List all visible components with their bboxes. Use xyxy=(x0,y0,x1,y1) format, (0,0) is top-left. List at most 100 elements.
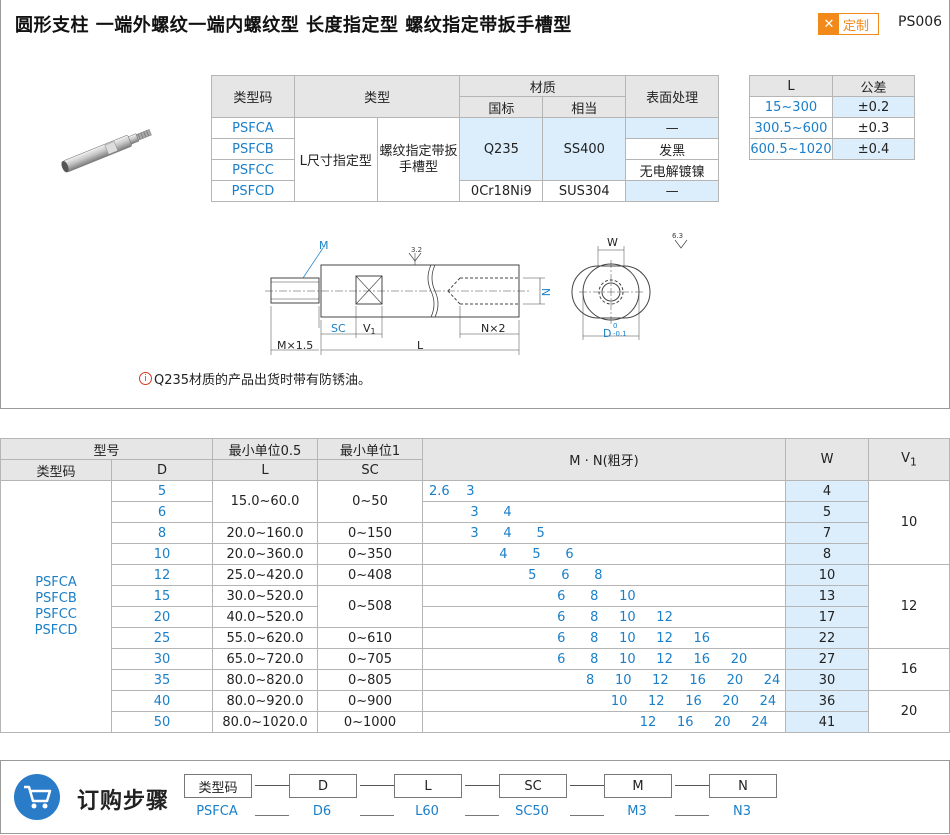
dim-d-tol-up: 0 xyxy=(613,322,617,330)
spec-l: 80.0~820.0 xyxy=(212,669,318,691)
step-m-value: M3 xyxy=(627,804,647,819)
divider xyxy=(360,815,394,816)
spec-mn: 5 6 8 xyxy=(422,564,786,586)
h-min05: 最小单位0.5 xyxy=(212,438,318,460)
step-code-value: PSFCA xyxy=(196,804,238,819)
spec-sc: 0~508 xyxy=(317,585,423,628)
dim-n2: N×2 xyxy=(481,322,505,335)
spec-mn: 6 8 10 12 16 20 xyxy=(422,648,786,670)
spec-l: 65.0~720.0 xyxy=(212,648,318,670)
roughness-b: 6.3 xyxy=(672,232,683,240)
type-a: L尺寸指定型 xyxy=(293,117,378,202)
spec-w: 4 xyxy=(785,480,869,502)
divider xyxy=(675,815,709,816)
h-d: D xyxy=(111,459,213,481)
spec-w: 13 xyxy=(785,585,869,607)
surface: — xyxy=(625,180,719,202)
spec-w: 30 xyxy=(785,669,869,691)
spec-table: 型号 最小单位0.5 最小单位1 M · N(粗牙) W V1 类型码 D L … xyxy=(0,438,950,733)
h-min1: 最小单位1 xyxy=(317,438,423,460)
step-code-label: 类型码 xyxy=(184,774,252,798)
step-sc-value: SC50 xyxy=(515,804,549,819)
divider xyxy=(675,785,709,786)
type-b: 螺纹指定带扳手槽型 xyxy=(376,117,461,202)
custom-icon: ✕ xyxy=(819,14,839,34)
spec-w: 27 xyxy=(785,648,869,670)
spec-d: 30 xyxy=(111,648,213,670)
h-w: W xyxy=(785,438,869,481)
spec-d: 20 xyxy=(111,606,213,628)
spec-w: 36 xyxy=(785,690,869,712)
spec-w: 22 xyxy=(785,627,869,649)
spec-w: 17 xyxy=(785,606,869,628)
spec-l: 80.0~1020.0 xyxy=(212,711,318,733)
spec-mn: 6 8 10 12 xyxy=(422,606,786,628)
product-image xyxy=(61,129,152,173)
spec-l: 80.0~920.0 xyxy=(212,690,318,712)
spec-sc: 0~408 xyxy=(317,564,423,586)
spec-mn: 4 5 6 xyxy=(422,543,786,565)
type-table: 类型码 类型 材质 表面处理 国标 相当 PSFCA L尺寸指定型 螺纹指定带扳… xyxy=(211,75,719,202)
col-surface: 表面处理 xyxy=(625,75,719,118)
h-l: L xyxy=(212,459,318,481)
spec-d: 10 xyxy=(111,543,213,565)
product-info-panel: 圆形支柱 一端外螺纹一端内螺纹型 长度指定型 螺纹指定带扳手槽型 ✕ 定制 PS… xyxy=(0,0,950,409)
material-eq-2: SUS304 xyxy=(542,180,627,202)
spec-l: 40.0~520.0 xyxy=(212,606,318,628)
spec-l: 20.0~160.0 xyxy=(212,522,318,544)
spec-d: 15 xyxy=(111,585,213,607)
divider xyxy=(255,785,289,786)
step-m-label: M xyxy=(604,774,672,798)
col-tolerance: 公差 xyxy=(832,75,915,97)
divider xyxy=(570,815,604,816)
spec-w: 10 xyxy=(785,564,869,586)
step-d-label: D xyxy=(289,774,357,798)
spec-sc: 0~1000 xyxy=(317,711,423,733)
dim-v: V xyxy=(363,322,371,335)
step-l-value: L60 xyxy=(415,804,439,819)
spec-code: PSFCB xyxy=(35,590,77,606)
custom-badge[interactable]: ✕ 定制 xyxy=(818,13,879,35)
type-code: PSFCB xyxy=(211,138,295,160)
col-material-gb: 国标 xyxy=(459,96,544,118)
spec-mn: 6 8 10 xyxy=(422,585,786,607)
dim-sc: SC xyxy=(331,322,346,335)
spec-d: 5 xyxy=(111,480,213,502)
spec-w: 8 xyxy=(785,543,869,565)
spec-v: 16 xyxy=(868,648,950,691)
h-v: V xyxy=(901,450,910,466)
spec-mn: 10 12 16 20 24 xyxy=(422,690,786,712)
h-sc: SC xyxy=(317,459,423,481)
spec-code: PSFCA xyxy=(35,574,77,590)
spec-code: PSFCC xyxy=(35,606,77,622)
spec-l: 25.0~420.0 xyxy=(212,564,318,586)
col-code: 类型码 xyxy=(211,75,295,118)
divider xyxy=(255,815,289,816)
col-material: 材质 xyxy=(459,75,627,97)
spec-d: 8 xyxy=(111,522,213,544)
dim-w: W xyxy=(607,236,618,249)
order-title: 订购步骤 xyxy=(77,789,170,814)
step-l-label: L xyxy=(394,774,462,798)
spec-mn: 2.6 3 xyxy=(422,480,786,502)
col-type: 类型 xyxy=(293,75,461,118)
dim-d: D xyxy=(603,327,611,340)
type-code: PSFCD xyxy=(211,180,295,202)
spec-l: 20.0~360.0 xyxy=(212,543,318,565)
spec-v: 12 xyxy=(868,564,950,649)
spec-w: 41 xyxy=(785,711,869,733)
cart-icon xyxy=(14,774,60,820)
dim-d-tol-low: -0.1 xyxy=(613,330,627,338)
h-v-sub: 1 xyxy=(910,455,917,469)
tol-l: 15~300 xyxy=(749,96,833,118)
spec-codes: PSFCA PSFCB PSFCC PSFCD xyxy=(0,480,112,733)
order-steps: 订购步骤 类型码 PSFCA D D6 L L60 SC SC50 M M3 N… xyxy=(0,760,950,834)
custom-badge-label: 定制 xyxy=(843,18,870,34)
surface: 发黑 xyxy=(625,138,719,160)
tol-value: ±0.2 xyxy=(832,96,915,118)
spec-mn: 12 16 20 24 xyxy=(422,711,786,733)
spec-d: 40 xyxy=(111,690,213,712)
technical-drawing: M 3.2 N M×1.5 SC V1 N×2 L W D 0 -0.1 6.3 xyxy=(265,232,688,355)
divider xyxy=(360,785,394,786)
svg-text:V1: V1 xyxy=(363,322,376,336)
